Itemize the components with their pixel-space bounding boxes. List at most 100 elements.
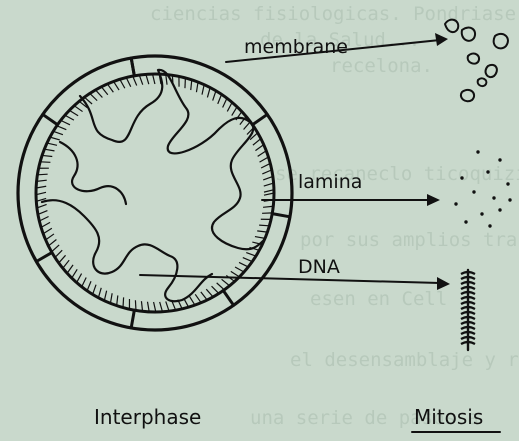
envelope-outer-wall	[18, 56, 292, 330]
lamina-tick	[264, 183, 274, 186]
lamina-tick	[201, 292, 207, 300]
lamina-tick	[146, 74, 149, 84]
lamina-tick	[74, 106, 82, 112]
lamina-dot	[492, 196, 495, 199]
lamina-tick	[212, 286, 219, 293]
lamina-tick	[59, 255, 66, 263]
lamina-tick	[65, 115, 74, 120]
lamina-tick	[207, 88, 210, 98]
mitosis-lamina-dots	[454, 150, 511, 227]
mitosis-membrane-vesicles	[445, 20, 508, 102]
lamina-tick	[153, 74, 155, 84]
lamina-tick	[264, 190, 274, 192]
vesicle	[478, 78, 487, 86]
lamina-tick	[44, 149, 54, 151]
lamina-tick	[133, 76, 137, 85]
lamina-tick	[191, 80, 192, 90]
nuclear-envelope	[18, 56, 292, 330]
nuclear-pore	[131, 58, 134, 76]
lamina-tick	[255, 145, 263, 151]
lamina-tick	[42, 155, 52, 156]
lamina-tick	[53, 131, 63, 134]
lamina-tick	[37, 204, 47, 207]
lamina-dot	[454, 202, 457, 205]
lamina-tick	[72, 269, 77, 278]
lamina-tick	[87, 281, 91, 290]
lamina-tick	[93, 285, 96, 295]
lamina-tick	[98, 288, 101, 298]
mitosis-condensed-dna	[461, 270, 475, 350]
membrane-arrow-head	[435, 33, 448, 46]
lamina-tick	[217, 283, 225, 290]
lamina-tick	[48, 240, 56, 246]
lamina-tick	[196, 82, 198, 92]
lamina-tick	[139, 75, 142, 85]
lamina-tick	[202, 85, 204, 95]
lamina-tick	[263, 176, 273, 180]
lamina-tick	[82, 278, 86, 287]
lamina-tick	[107, 84, 113, 92]
lamina-tick	[257, 231, 267, 232]
lamina-tick	[126, 78, 131, 87]
vesicle	[468, 54, 479, 64]
lamina-tick	[46, 234, 54, 240]
lamina-tick	[117, 295, 118, 305]
lamina-tick	[232, 107, 237, 116]
dna-arrow-line	[140, 275, 440, 283]
lamina-tick	[231, 271, 240, 277]
lamina-tick	[243, 258, 252, 262]
lamina-tick	[262, 170, 271, 174]
bleed-line: por sus amplios trabajos	[300, 229, 519, 251]
lamina-tick	[61, 120, 70, 124]
bleed-line: el desensamblaje y reensam	[290, 349, 519, 371]
lamina-tick	[41, 222, 50, 227]
lamina-tick	[123, 297, 124, 307]
nuclear-pores	[36, 58, 290, 328]
lamina-tick	[190, 296, 195, 305]
vesicle	[494, 34, 508, 48]
membrane-label: membrane	[244, 36, 348, 58]
lamina-tick	[110, 293, 112, 303]
lamina-arrow-head	[427, 194, 440, 206]
interphase-caption: Interphase	[94, 405, 201, 429]
lamina-tick	[244, 122, 251, 130]
lamina-dot	[486, 170, 489, 173]
bleed-line: recelona.	[330, 55, 433, 77]
lamina-tick	[36, 192, 46, 194]
lamina-tick	[235, 267, 244, 272]
lamina-tick	[67, 265, 73, 273]
lamina-tick	[40, 162, 50, 163]
vesicle	[486, 65, 497, 77]
nuclear-pore	[272, 214, 290, 217]
lamina-tick	[50, 137, 60, 140]
lamina-dot	[460, 176, 463, 179]
lamina-dot	[498, 158, 501, 161]
lamina-tick	[38, 211, 47, 215]
lamina-tick	[166, 301, 169, 311]
lamina-tick	[120, 79, 125, 88]
mitosis-caption: Mitosis	[414, 405, 483, 429]
lamina-dot	[508, 198, 511, 201]
lamina-label: lamina	[298, 171, 362, 193]
lamina-tick	[52, 245, 60, 252]
lamina-tick	[135, 300, 136, 310]
lamina-tick	[90, 93, 97, 100]
lamina-tick	[69, 110, 78, 115]
nuclear-pore	[131, 310, 134, 328]
lamina-tick	[206, 289, 213, 297]
chromatin-loop-upper	[80, 70, 264, 249]
lamina-tick	[101, 87, 107, 95]
lamina-tick	[160, 302, 163, 312]
lamina-tick	[239, 262, 248, 267]
lamina-tick	[104, 291, 106, 301]
lamina-tick	[39, 217, 48, 221]
lamina-dot	[480, 212, 483, 215]
lamina-dot	[488, 224, 491, 227]
chromatin-loop-left	[60, 142, 126, 204]
lamina-tick	[213, 91, 216, 101]
lamina-tick	[222, 279, 230, 285]
lamina-tick	[96, 90, 103, 98]
lamina-tick	[63, 260, 69, 268]
nuclear-pore	[252, 114, 267, 124]
